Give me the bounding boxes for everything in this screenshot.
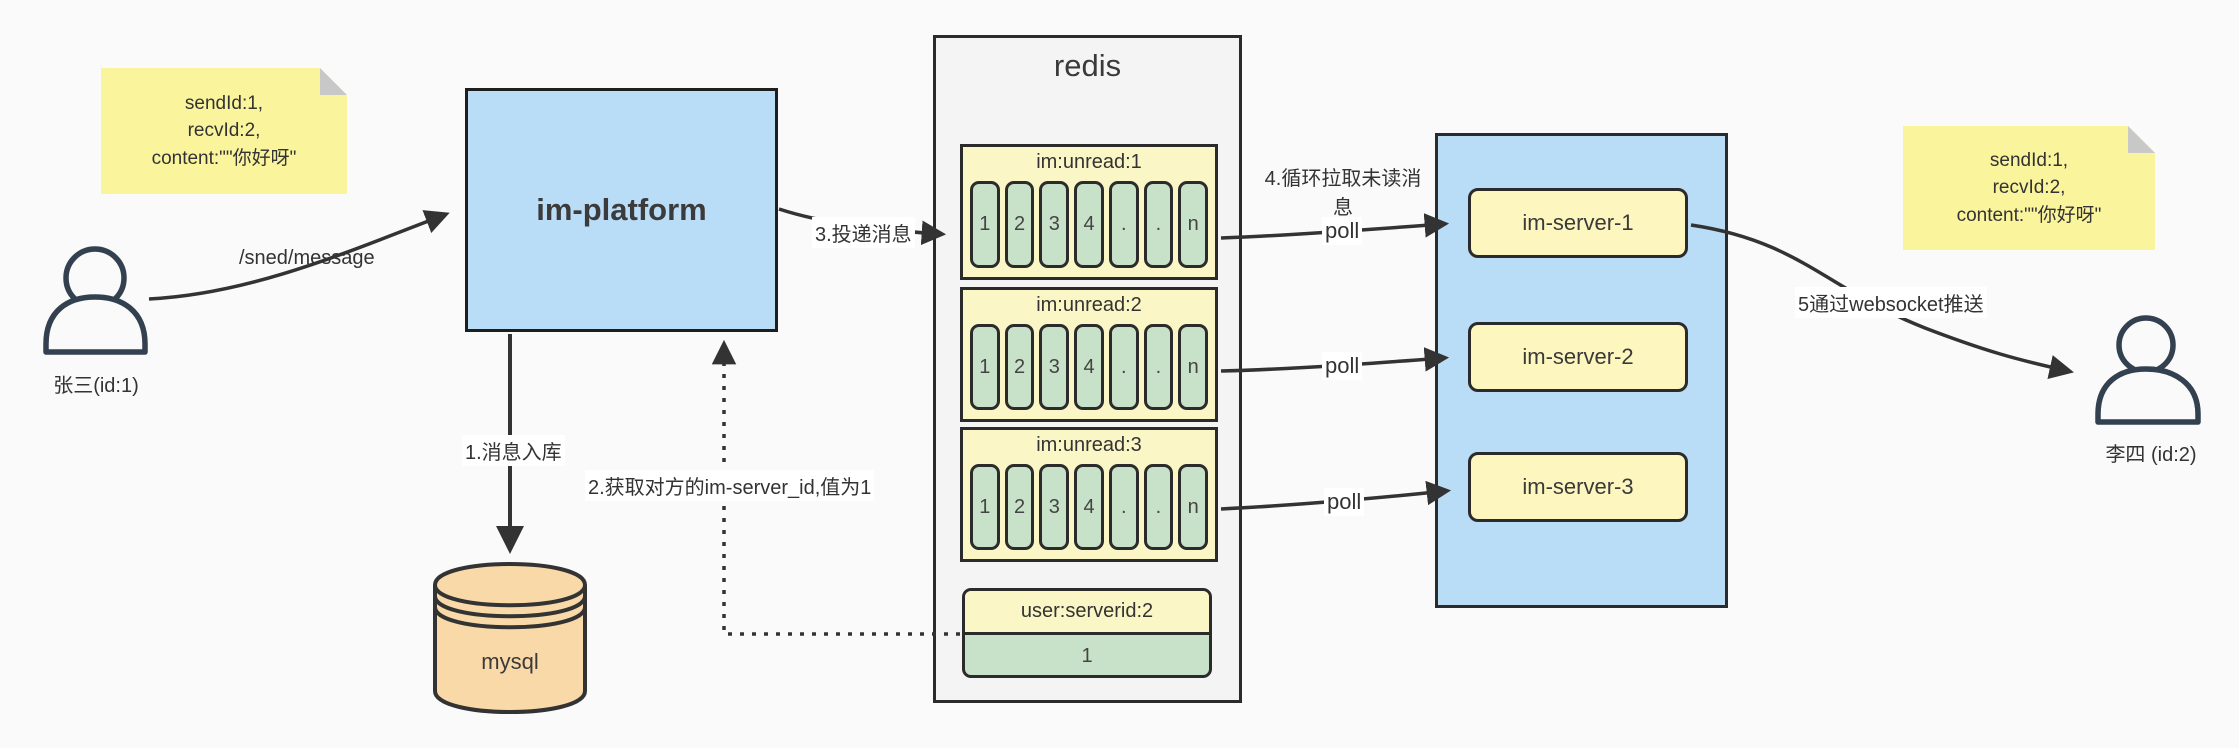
note-line: recvId:2, [1992, 177, 2066, 199]
queue-cell: 4 [1074, 181, 1104, 268]
edge-poll-3-label: poll [1324, 488, 1365, 516]
unread-queue-1: im:unread:1 1 2 3 4 . . n [960, 144, 1218, 280]
im-server-3-node: im-server-3 [1468, 452, 1688, 522]
edge-push-label: 5通过websocket推送 [1795, 287, 1987, 318]
user-serverid-node: user:serverid:2 1 [962, 588, 1212, 678]
queue-cell: 4 [1074, 324, 1104, 410]
sender-name-label: 张三(id:1) [53, 375, 139, 397]
queue-cells: 1 2 3 4 . . n [970, 181, 1209, 268]
queue-cell: . [1143, 464, 1174, 550]
user-serverid-value: 1 [1081, 645, 1093, 667]
unread-queue-3: im:unread:3 1 2 3 4 . . n [960, 427, 1218, 562]
edge-deliver-label: 3.投递消息 [812, 217, 915, 248]
queue-cell: 1 [970, 464, 1000, 550]
mysql-cylinder-icon [433, 562, 587, 714]
queue-cell: 1 [970, 181, 1000, 268]
user-serverid-header: user:serverid:2 [965, 591, 1209, 635]
queue-cell: 2 [1004, 181, 1035, 268]
user-receiver-icon [2095, 315, 2201, 425]
queue-cell: 4 [1074, 464, 1104, 550]
edge-send-label: /sned/message [239, 247, 375, 269]
queue-cell: 3 [1039, 324, 1070, 410]
queue-cell: 2 [1004, 324, 1035, 410]
mysql-label: mysql [481, 649, 539, 674]
queue-cells: 1 2 3 4 . . n [970, 464, 1209, 550]
queue-cell: 2 [1004, 464, 1035, 550]
im-server-1-label: im-server-1 [1522, 210, 1634, 235]
sticky-note-receiver: sendId:1, recvId:2, content:""你好呀" [1903, 126, 2155, 250]
queue-cell: n [1178, 324, 1209, 410]
note-line: recvId:2, [187, 120, 261, 142]
queue-cell: . [1108, 324, 1139, 410]
note-line: content:""你好呀" [151, 147, 297, 169]
queue-cell: 3 [1039, 181, 1070, 268]
receiver-name-label: 李四 (id:2) [2105, 444, 2197, 466]
queue-header: im:unread:2 [1036, 294, 1142, 316]
note-line: sendId:1, [184, 92, 264, 114]
queue-cells: 1 2 3 4 . . n [970, 324, 1209, 410]
queue-header: im:unread:3 [1036, 434, 1142, 456]
im-server-1-node: im-server-1 [1468, 188, 1688, 258]
im-platform-node: im-platform [465, 88, 778, 332]
queue-cell: n [1178, 464, 1209, 550]
edge-get-serverid-label: 2.获取对方的im-server_id,值为1 [585, 470, 875, 501]
queue-cell: . [1143, 324, 1174, 410]
edge-poll-loop-label: 4.循环拉取未读消息 [1264, 168, 1422, 219]
im-server-3-label: im-server-3 [1522, 474, 1634, 499]
im-platform-label: im-platform [536, 192, 707, 227]
unread-queue-2: im:unread:2 1 2 3 4 . . n [960, 287, 1218, 422]
edge-poll-1-label: poll [1322, 217, 1363, 245]
edge-poll-2-label: poll [1322, 352, 1363, 380]
im-server-2-label: im-server-2 [1522, 344, 1634, 369]
queue-cell: 1 [970, 324, 1000, 410]
queue-cell: . [1108, 181, 1139, 268]
im-server-2-node: im-server-2 [1468, 322, 1688, 392]
queue-cell: n [1178, 181, 1209, 268]
note-line: content:""你好呀" [1956, 204, 2102, 226]
queue-cell: 3 [1039, 464, 1070, 550]
queue-cell: . [1143, 181, 1174, 268]
user-sender-icon [43, 246, 148, 355]
note-line: sendId:1, [1989, 149, 2069, 171]
queue-header: im:unread:1 [1036, 151, 1142, 173]
queue-cell: . [1108, 464, 1139, 550]
sticky-note-sender: sendId:1, recvId:2, content:""你好呀" [101, 68, 347, 194]
edge-store-label: 1.消息入库 [462, 435, 565, 466]
